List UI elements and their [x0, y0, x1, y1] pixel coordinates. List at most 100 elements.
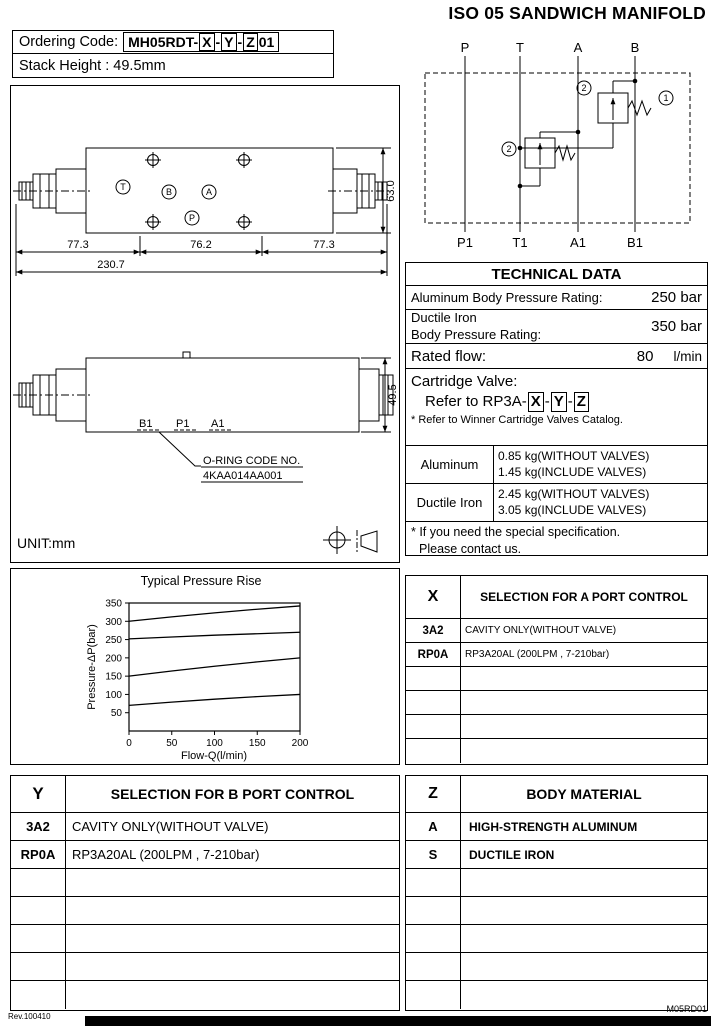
code-x-box: X	[199, 32, 215, 52]
row-desc	[461, 739, 707, 763]
weight-values: 0.85 kg(WITHOUT VALVES) 1.45 kg(INCLUDE …	[498, 448, 650, 479]
row-code	[406, 739, 461, 763]
relief-valve-2	[520, 131, 578, 187]
y-tick-label: 150	[105, 672, 122, 683]
page-title: ISO 05 SANDWICH MANIFOLD	[448, 3, 706, 23]
cartridge-x-box: X	[527, 392, 544, 412]
bolt-hole	[145, 152, 161, 168]
aluminum-pressure-value: 250 bar	[651, 289, 702, 306]
table-header: Z BODY MATERIAL	[406, 776, 707, 813]
code-y-box: Y	[221, 32, 237, 52]
rated-flow-value: 80	[636, 347, 654, 365]
x-tick-label: 100	[206, 738, 223, 749]
side-view-labels: B1 P1 A1 O-RING CODE NO. 4KAA014AA001 49…	[17, 384, 399, 551]
row-desc: CAVITY ONLY(WITHOUT VALVE)	[465, 625, 617, 636]
weight-material: Ductile Iron	[406, 484, 494, 521]
pressure-chart-panel: Typical Pressure Rise Pressure-ΔP(bar) F…	[10, 568, 400, 765]
weight-values: 2.45 kg(WITHOUT VALVES) 3.05 kg(INCLUDE …	[498, 486, 650, 517]
table-header: Y SELECTION FOR B PORT CONTROL	[11, 776, 399, 813]
row-code: 3A2	[406, 619, 461, 642]
footer-document-code: M05RD01	[666, 1004, 707, 1014]
port-t-label: T	[120, 182, 126, 192]
row-desc	[66, 925, 399, 952]
selection-b-port-table: Y SELECTION FOR B PORT CONTROL 3A2 CAVITY…	[10, 775, 400, 1011]
row-code	[406, 925, 461, 952]
third-angle-projection-icon	[356, 530, 378, 553]
table-row	[11, 981, 399, 1009]
row-desc: DUCTILE IRON	[469, 847, 555, 862]
footer-revision: Rev.100410	[8, 1012, 51, 1021]
row-code	[406, 869, 461, 896]
side-view-drawing	[13, 351, 394, 483]
callout-1-circle	[658, 90, 674, 106]
rated-flow-unit: l/min	[673, 348, 702, 364]
y-tick-label: 200	[105, 653, 122, 664]
port-b1-label: B1	[139, 418, 152, 430]
row-desc	[66, 981, 399, 1009]
row-code	[406, 981, 461, 1009]
cartridge-refer-line: Refer to RP3A-X-Y-Z	[411, 392, 702, 412]
weight-material: Aluminum	[406, 446, 494, 483]
table-title: SELECTION FOR A PORT CONTROL	[480, 590, 688, 604]
engineering-drawings: T B A P 77.3 76.2	[13, 147, 399, 554]
chart-title: Typical Pressure Rise	[141, 574, 262, 588]
chart-plot-area	[128, 602, 301, 732]
cartridge-note: * Refer to Winner Cartridge Valves Catal…	[411, 413, 623, 426]
oring-code-number: 4KAA014AA001	[203, 470, 283, 482]
row-code: 3A2	[11, 813, 66, 840]
table-title: SELECTION FOR B PORT CONTROL	[110, 786, 355, 802]
chart-xlabel: Flow-Q(l/min)	[181, 750, 247, 762]
port-t1-label: T1	[512, 235, 527, 250]
junction-dots	[517, 78, 638, 189]
row-code: RP0A	[11, 841, 66, 868]
table-row	[406, 691, 707, 715]
spring-icon	[627, 99, 652, 117]
row-desc	[66, 953, 399, 980]
weight-row-aluminum: Aluminum 0.85 kg(WITHOUT VALVES) 1.45 kg…	[406, 446, 707, 484]
row-desc	[66, 869, 399, 896]
port-t-label: T	[516, 40, 524, 55]
row-code	[406, 715, 461, 738]
spring-icon	[554, 144, 576, 162]
port-p-circle	[184, 210, 200, 226]
footer-bar	[85, 1016, 711, 1026]
projection-symbols	[323, 526, 378, 554]
svg-text:2: 2	[581, 83, 586, 93]
dim-77-3-right: 77.3	[313, 239, 334, 251]
table-row	[406, 981, 707, 1009]
row-desc: CAVITY ONLY(WITHOUT VALVE)	[72, 819, 269, 834]
port-t-circle	[115, 179, 131, 195]
row-code: RP0A	[406, 643, 461, 666]
row-desc: HIGH-STRENGTH ALUMINUM	[469, 819, 638, 834]
pressure-chart: Typical Pressure Rise Pressure-ΔP(bar) F…	[86, 574, 309, 762]
hydraulic-schematic: P T A B	[424, 40, 691, 250]
x-tick-label: 150	[249, 738, 266, 749]
row-desc	[461, 897, 707, 924]
cartridge-valve-section: Cartridge Valve: Refer to RP3A-X-Y-Z * R…	[406, 369, 707, 446]
port-b-circle	[161, 184, 177, 200]
svg-text:1: 1	[663, 93, 668, 103]
row-desc	[66, 897, 399, 924]
row-desc	[461, 715, 707, 738]
y-tick-label: 350	[105, 599, 122, 610]
port-p-label: P	[461, 40, 470, 55]
x-tick-label: 50	[166, 738, 178, 749]
ordering-code-label: Ordering Code:	[19, 34, 119, 50]
schematic-lines	[424, 56, 691, 232]
rated-flow-row: Rated flow: 80 l/min	[406, 344, 707, 369]
svg-text:2: 2	[506, 144, 511, 154]
port-b-label: B	[631, 40, 640, 55]
port-p1-label: P1	[176, 418, 189, 430]
row-code	[406, 897, 461, 924]
special-note: * If you need the special specification.…	[411, 525, 621, 556]
schematic-bottom-port-labels: P1 T1 A1 B1	[457, 235, 643, 250]
